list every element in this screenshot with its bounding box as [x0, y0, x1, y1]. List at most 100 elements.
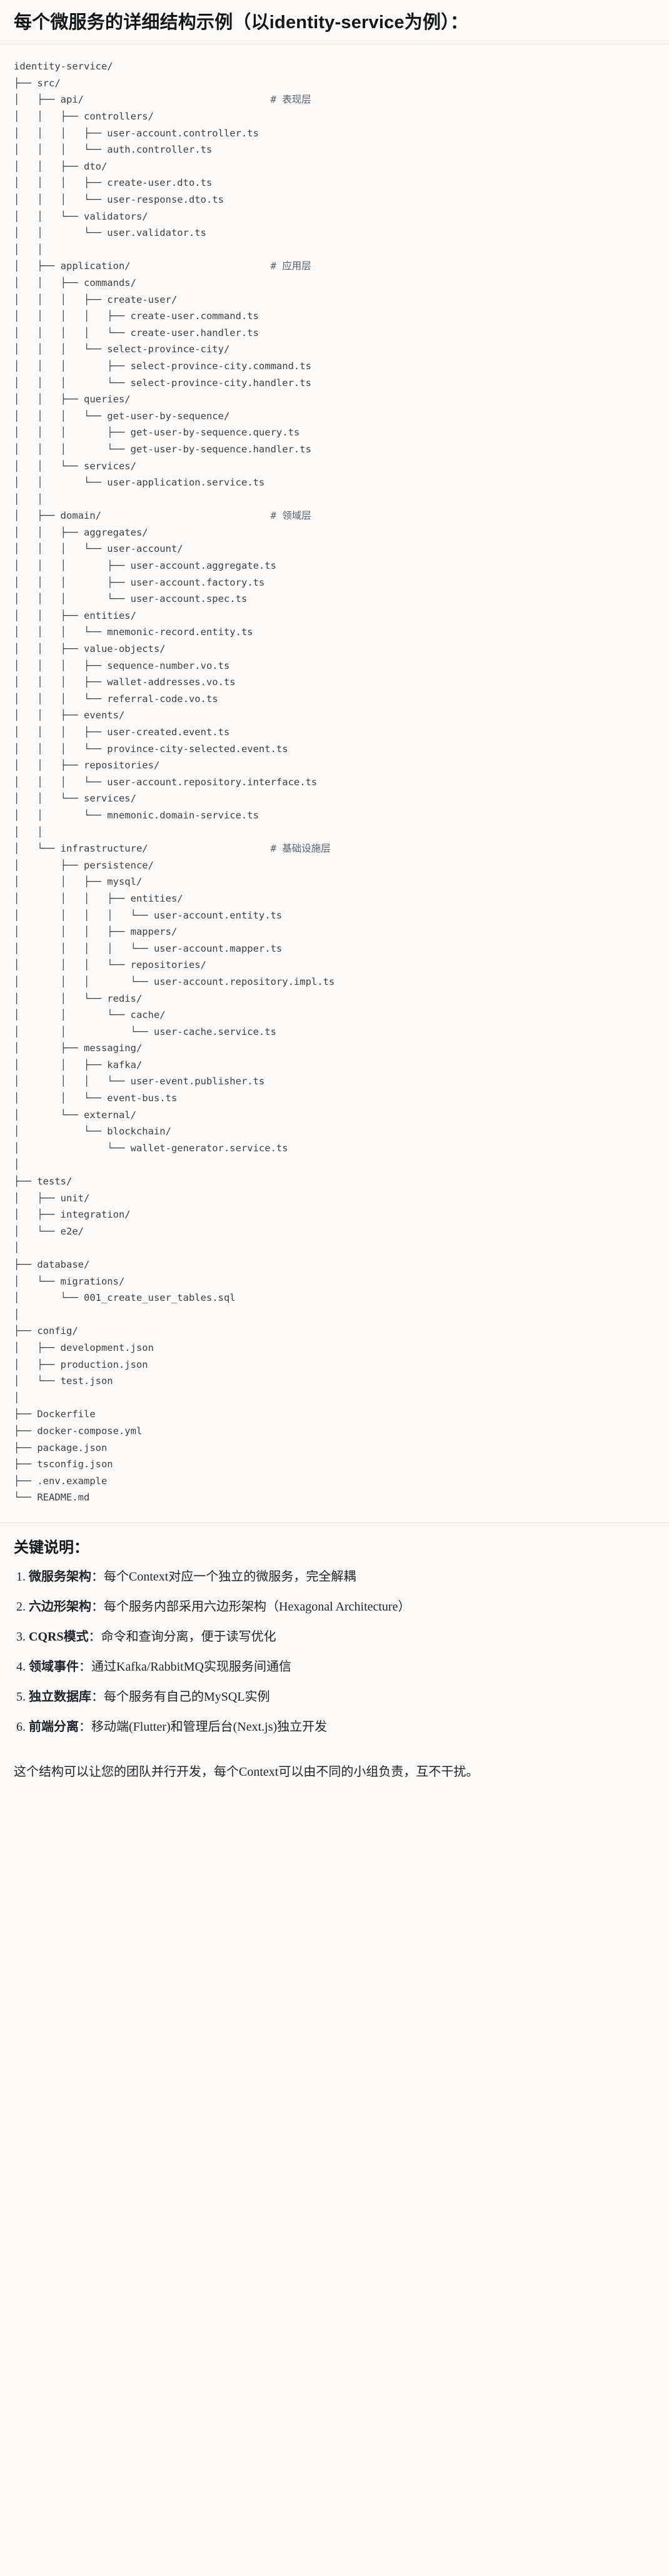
tree-line: ├── tests/ — [14, 1176, 73, 1188]
tree-line-comment: # 基础设施层 — [270, 843, 331, 855]
tree-line: │ │ └── event-bus.ts — [14, 1092, 178, 1104]
tree-line: │ │ │ └── user-account.repository.impl.t… — [14, 975, 335, 987]
key-note-text: 通过Kafka/RabbitMQ实现服务间通信 — [91, 1660, 291, 1674]
tree-line: │ └── 001_create_user_tables.sql — [14, 1292, 236, 1304]
key-note-item: 1. 微服务架构：每个Context对应一个独立的微服务，完全解耦 — [15, 1567, 655, 1586]
tree-line: │ └── blockchain/ — [14, 1126, 171, 1138]
tree-line: │ │ │ │ └── create-user.handler.ts — [14, 327, 259, 339]
key-note-text: 命令和查询分离，便于读写优化 — [101, 1630, 276, 1644]
page-title: 每个微服务的详细结构示例（以identity-service为例）： — [14, 13, 469, 33]
tree-line: │ │ ├── dto/ — [14, 160, 108, 172]
tree-line: │ │ └── user-cache.service.ts — [14, 1026, 276, 1037]
tree-line: │ │ │ └── select-province-city/ — [14, 344, 230, 355]
closing-note: 这个结构可以让您的团队并行开发，每个Context可以由不同的小组负责，互不干扰… — [14, 1765, 479, 1779]
tree-line: │ │ └── redis/ — [14, 992, 143, 1004]
tree-line: │ — [14, 1159, 20, 1171]
tree-line: ├── src/ — [14, 77, 61, 89]
tree-line: │ │ │ └── user-account.repository.interf… — [14, 776, 318, 788]
tree-line: │ │ │ ├── sequence-number.vo.ts — [14, 659, 230, 671]
key-note-label: 领域事件 — [29, 1660, 79, 1674]
tree-line: │ │ ├── commands/ — [14, 277, 136, 288]
tree-line: │ │ │ ├── select-province-city.command.t… — [14, 360, 311, 372]
key-note-item: 6. 前端分离：移动端(Flutter)和管理后台(Next.js)独立开发 — [15, 1718, 655, 1736]
key-note-number: 4. — [16, 1660, 29, 1674]
tree-line-comment: # 表现层 — [270, 94, 311, 106]
key-note-number: 5. — [16, 1690, 29, 1704]
tree-line: │ │ │ └── select-province-city.handler.t… — [14, 377, 311, 389]
key-note-text: 每个Context对应一个独立的微服务，完全解耦 — [104, 1570, 356, 1584]
tree-line: │ │ │ ├── wallet-addresses.vo.ts — [14, 676, 236, 688]
directory-tree: identity-service/ ├── src/ │ ├── api/ # … — [14, 58, 655, 1506]
tree-line: │ │ └── services/ — [14, 460, 136, 472]
tree-line: │ │ ├── aggregates/ — [14, 526, 148, 538]
tree-line: │ │ └── mnemonic.domain-service.ts — [14, 809, 259, 821]
tree-line: │ │ — [14, 493, 43, 505]
tree-line: │ │ │ │ └── user-account.mapper.ts — [14, 942, 283, 954]
tree-line: │ │ │ │ └── user-account.entity.ts — [14, 909, 283, 921]
tree-line: │ ├── integration/ — [14, 1209, 131, 1221]
tree-line: │ │ ├── events/ — [14, 710, 125, 721]
key-note-item: 5. 独立数据库：每个服务有自己的MySQL实例 — [15, 1688, 655, 1706]
tree-line: │ │ │ └── user-response.dto.ts — [14, 194, 224, 205]
tree-line: │ │ ├── entities/ — [14, 609, 136, 621]
tree-line: │ │ │ ├── user-created.event.ts — [14, 726, 230, 738]
tree-line: │ │ │ └── mnemonic-record.entity.ts — [14, 626, 253, 638]
tree-line: │ │ — [14, 826, 43, 838]
key-note-separator: ： — [88, 1630, 101, 1644]
tree-line: │ │ │ ├── user-account.controller.ts — [14, 127, 259, 139]
key-note-label: 独立数据库 — [29, 1690, 91, 1704]
tree-line: │ │ ├── mysql/ — [14, 876, 143, 888]
key-note-label: 六边形架构 — [29, 1600, 91, 1614]
tree-line: │ │ │ ├── user-account.factory.ts — [14, 576, 265, 588]
tree-line: │ │ │ └── referral-code.vo.ts — [14, 693, 218, 705]
tree-line: │ — [14, 1242, 20, 1254]
tree-line: ├── docker-compose.yml — [14, 1425, 143, 1437]
tree-line: │ │ │ ├── entities/ — [14, 892, 183, 904]
tree-line: │ │ │ └── user-account/ — [14, 543, 183, 555]
key-note-separator: ： — [91, 1570, 104, 1584]
tree-line: │ │ ├── controllers/ — [14, 111, 154, 123]
key-note-item: 4. 领域事件：通过Kafka/RabbitMQ实现服务间通信 — [15, 1657, 655, 1676]
tree-line: │ │ └── user-application.service.ts — [14, 477, 265, 489]
directory-tree-block: identity-service/ ├── src/ │ ├── api/ # … — [0, 44, 669, 1522]
tree-line: │ │ └── services/ — [14, 793, 136, 805]
tree-line: │ │ └── validators/ — [14, 210, 148, 222]
tree-line: │ │ │ └── auth.controller.ts — [14, 144, 213, 156]
key-note-number: 6. — [16, 1720, 29, 1734]
tree-line: │ ├── messaging/ — [14, 1042, 143, 1054]
tree-line: ├── .env.example — [14, 1475, 108, 1487]
tree-line: │ — [14, 1308, 20, 1320]
key-note-label: 前端分离 — [29, 1720, 79, 1734]
tree-line: │ ├── persistence/ — [14, 859, 154, 871]
tree-line: │ └── infrastructure/ # 基础设施层 — [14, 843, 331, 855]
document-page: 每个微服务的详细结构示例（以identity-service为例）： ident… — [0, 13, 669, 1779]
key-note-number: 1. — [16, 1570, 29, 1584]
key-note-label: CQRS模式 — [29, 1630, 89, 1644]
tree-line: │ │ ├── kafka/ — [14, 1059, 143, 1071]
tree-line: │ │ │ ├── create-user/ — [14, 293, 178, 305]
tree-line-comment: # 应用层 — [270, 260, 311, 272]
key-note-text: 每个服务内部采用六边形架构（Hexagonal Architecture） — [104, 1600, 411, 1614]
key-note-separator: ： — [91, 1690, 104, 1704]
tree-line-comment: # 领域层 — [270, 510, 311, 522]
key-note-item: 3. CQRS模式：命令和查询分离，便于读写优化 — [15, 1627, 655, 1646]
tree-line: │ └── wallet-generator.service.ts — [14, 1142, 288, 1154]
key-note-separator: ： — [79, 1660, 91, 1674]
key-note-text: 移动端(Flutter)和管理后台(Next.js)独立开发 — [91, 1720, 328, 1734]
key-note-number: 3. — [16, 1630, 29, 1644]
tree-line: ├── package.json — [14, 1442, 108, 1453]
tree-line: │ ├── api/ # 表现层 — [14, 94, 311, 106]
tree-line: │ └── e2e/ — [14, 1225, 84, 1237]
tree-line: │ ├── production.json — [14, 1358, 148, 1370]
tree-line: │ └── migrations/ — [14, 1275, 125, 1287]
tree-line: │ └── external/ — [14, 1109, 136, 1121]
tree-line: │ │ — [14, 243, 43, 255]
tree-line: │ │ │ ├── get-user-by-sequence.query.ts — [14, 427, 300, 439]
tree-line: │ ├── domain/ # 领域层 — [14, 510, 311, 522]
tree-line: │ │ ├── repositories/ — [14, 760, 160, 771]
key-notes-title: 关键说明： — [14, 1539, 89, 1556]
key-note-label: 微服务架构 — [29, 1570, 91, 1584]
tree-line: │ ├── unit/ — [14, 1192, 90, 1204]
